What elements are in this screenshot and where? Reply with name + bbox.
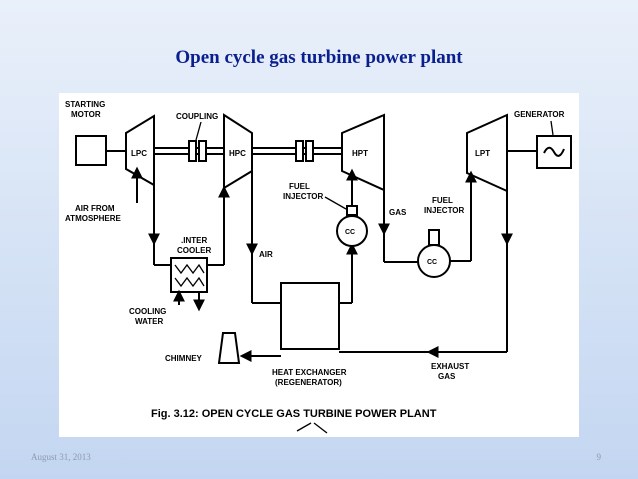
heat-exchanger-label-1: HEAT EXCHANGER	[272, 368, 347, 377]
cc1-label: CC	[345, 229, 355, 236]
cc2-label: CC	[427, 259, 437, 266]
intercooler-coil-1	[174, 263, 205, 275]
exhaust-label-1: EXHAUST	[431, 362, 469, 371]
generator-label: GENERATOR	[514, 110, 565, 119]
air-from-label-2: ATMOSPHERE	[65, 214, 122, 223]
heat-exchanger-label-2: (REGENERATOR)	[275, 378, 342, 387]
exhaust-label-2: GAS	[438, 372, 456, 381]
fuel-injector-1-leader	[324, 196, 347, 210]
fuel-injector-1-label-b: INJECTOR	[283, 192, 324, 201]
coupling-leader	[195, 121, 202, 141]
fuel-injector-2-label-b: INJECTOR	[424, 206, 465, 215]
starting-motor-label-1: STARTING	[65, 100, 105, 109]
chimney-shape	[217, 332, 241, 364]
fuel-injector-1-label-a: FUEL	[289, 182, 310, 191]
coupling2-left	[295, 140, 304, 162]
starting-motor-box	[75, 135, 107, 166]
fuel-injector-2-label-a: FUEL	[432, 196, 453, 205]
slide-title: Open cycle gas turbine power plant	[175, 47, 463, 68]
lpc-label: LPC	[131, 149, 147, 158]
caption-scribble	[296, 422, 328, 434]
fuel-injector-2	[428, 229, 440, 246]
heat-exchanger-box	[280, 282, 340, 350]
coupling-label: COUPLING	[176, 112, 218, 121]
lpt-label: LPT	[475, 149, 490, 158]
air-label: AIR	[259, 250, 273, 259]
footer-date: August 31, 2013	[31, 452, 91, 462]
air-from-label-1: AIR FROM	[75, 204, 115, 213]
cooling-water-label-2: WATER	[135, 317, 164, 326]
hpt-label: HPT	[352, 149, 368, 158]
starting-motor-label-2: MOTOR	[71, 110, 101, 119]
diagram-figure: STARTING MOTOR LPC COUPLING HPC HPT LPT …	[59, 93, 579, 437]
intercooler-coil-2	[174, 276, 205, 288]
inter-cooler-label-2: COOLER	[177, 246, 211, 255]
coupling-right	[198, 140, 207, 162]
page-number: 9	[596, 452, 602, 462]
hpc-label: HPC	[229, 149, 246, 158]
figure-caption: Fig. 3.12: OPEN CYCLE GAS TURBINE POWER …	[151, 408, 437, 420]
inter-cooler-label-1: .INTER	[181, 236, 207, 245]
gas-turbine-diagram: STARTING MOTOR LPC COUPLING HPC HPT LPT …	[65, 100, 572, 434]
intercooler-box	[170, 257, 208, 293]
generator-leader	[550, 120, 554, 136]
coupling2-right	[305, 140, 314, 162]
fuel-injector-1	[346, 205, 358, 216]
chimney-label: CHIMNEY	[165, 354, 203, 363]
cooling-water-label-1: COOLING	[129, 307, 166, 316]
gas-label: GAS	[389, 208, 407, 217]
coupling-left	[188, 140, 197, 162]
sine-icon	[543, 146, 565, 157]
